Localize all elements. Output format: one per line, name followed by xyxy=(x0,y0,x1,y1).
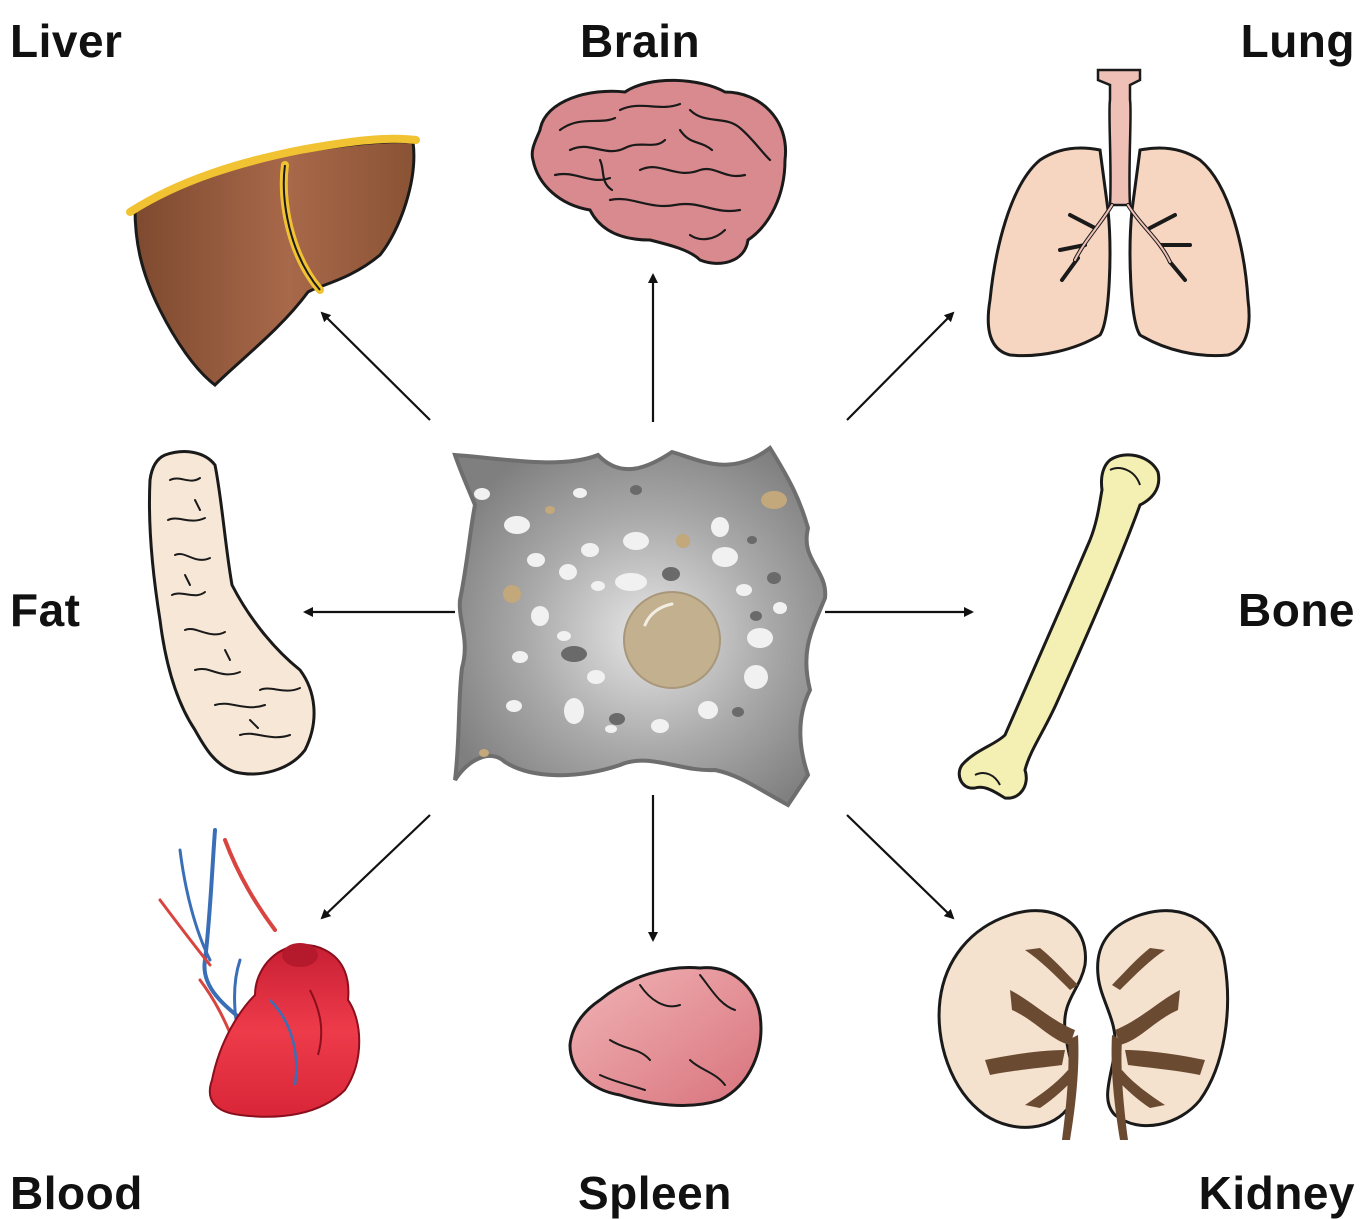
heart-icon xyxy=(160,830,359,1117)
kidney-icon xyxy=(939,911,1228,1140)
fat-icon xyxy=(149,452,314,774)
arrow-to-blood xyxy=(322,815,430,918)
label-lung: Lung xyxy=(1241,18,1355,64)
lung-icon xyxy=(988,70,1249,356)
spleen-icon xyxy=(570,967,761,1105)
bone-icon xyxy=(959,455,1159,798)
liver-icon xyxy=(130,139,416,385)
label-bone: Bone xyxy=(1238,587,1355,633)
label-liver: Liver xyxy=(10,18,122,64)
arrow-to-lung xyxy=(847,313,953,420)
arrow-to-liver xyxy=(322,313,430,420)
label-blood: Blood xyxy=(10,1170,143,1216)
label-kidney: Kidney xyxy=(1199,1170,1355,1216)
label-brain: Brain xyxy=(580,18,700,64)
label-fat: Fat xyxy=(10,587,81,633)
cell-icon xyxy=(455,448,825,805)
label-spleen: Spleen xyxy=(578,1170,732,1216)
arrow-to-kidney xyxy=(847,815,953,918)
brain-icon xyxy=(532,80,785,263)
